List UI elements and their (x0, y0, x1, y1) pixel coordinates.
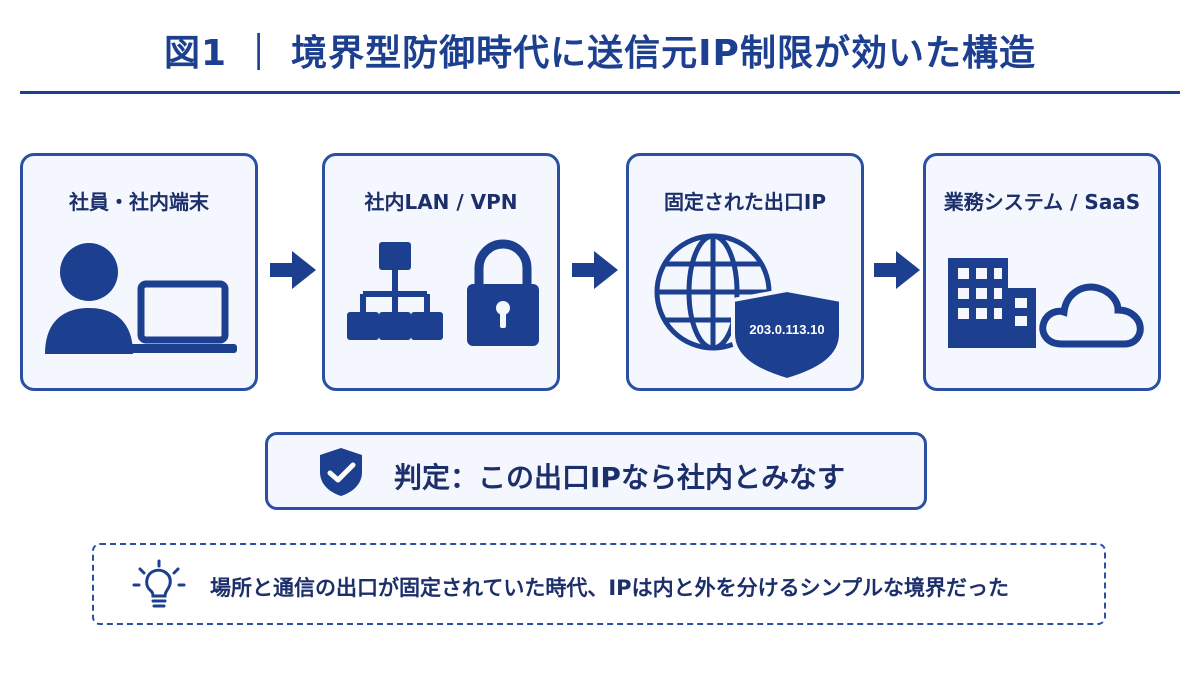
person-icon (45, 243, 133, 354)
step-label: 社員・社内端末 (69, 190, 209, 214)
step-card-employee: 社員・社内端末 (20, 153, 258, 391)
laptop-icon (129, 280, 237, 353)
flow-arrow (268, 247, 318, 293)
note-text: 場所と通信の出口が固定されていた時代、IPは内と外を分けるシンプルな境界だった (210, 576, 1009, 600)
building-icon (948, 258, 1036, 348)
verdict-text: 判定：この出口IPなら社内とみなす (394, 461, 845, 494)
step-card-egress-ip: 固定された出口IP 203.0.113.10 (626, 153, 864, 391)
business-art (948, 258, 1144, 348)
shield-check-icon (320, 448, 362, 496)
employee-art (45, 243, 237, 354)
note-box: 場所と通信の出口が固定されていた時代、IPは内と外を分けるシンプルな境界だった (92, 543, 1106, 625)
shield-icon: 203.0.113.10 (731, 287, 843, 380)
step-label: 業務システム / SaaS (943, 190, 1141, 214)
flow-arrow (872, 247, 922, 293)
network-art (347, 239, 539, 346)
step-card-business-system: 業務システム / SaaS (923, 153, 1161, 391)
verdict-box: 判定：この出口IPなら社内とみなす (265, 432, 927, 510)
title-divider (20, 91, 1180, 94)
cloud-icon (1039, 283, 1144, 348)
lightbulb-icon (132, 559, 186, 608)
ip-address: 203.0.113.10 (749, 322, 824, 337)
step-label: 社内LAN / VPN (364, 190, 518, 214)
egress-art: 203.0.113.10 (654, 233, 843, 380)
flow-arrow (570, 247, 620, 293)
step-card-network: 社内LAN / VPN (322, 153, 560, 391)
lock-icon (467, 239, 539, 346)
step-label: 固定された出口IP (663, 190, 827, 214)
network-icon (347, 242, 443, 340)
page-title: 図1 ｜ 境界型防御時代に送信元IP制限が効いた構造 (164, 33, 1036, 74)
